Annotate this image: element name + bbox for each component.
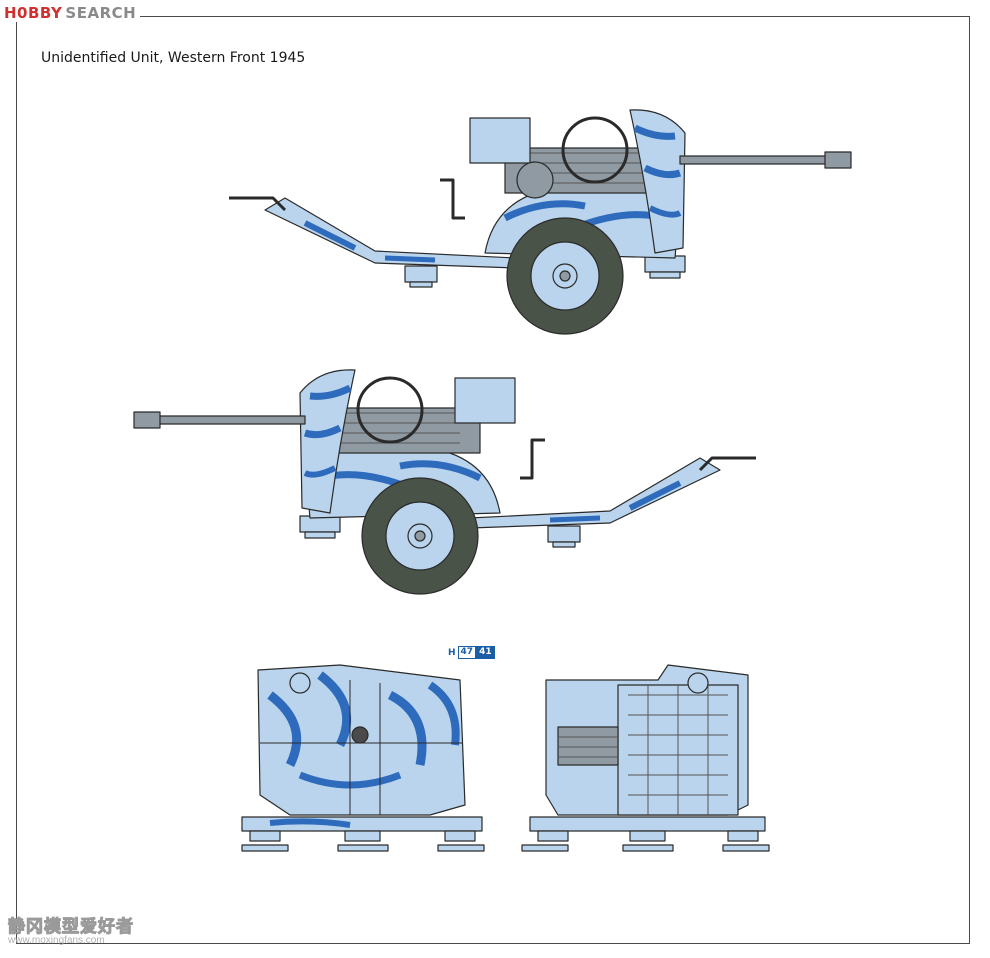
gun-front-view bbox=[241, 664, 485, 852]
rear-sight bbox=[687, 672, 709, 694]
gun-right-side-view bbox=[229, 109, 852, 335]
logo-word: SEARCH bbox=[65, 4, 137, 22]
moxingfans-watermark: 静冈模型爱好者 www.moxingfans.com bbox=[8, 912, 168, 947]
hobbysearch-logo: H0BBY SEARCH bbox=[4, 4, 141, 22]
decal-number-41: 41 bbox=[476, 646, 495, 659]
elevation-ring bbox=[561, 116, 629, 184]
watermark-chinese: 静冈模型爱好者 bbox=[8, 917, 134, 938]
decal-callout-tag: H 47 41 bbox=[448, 646, 495, 659]
decal-number-47: 47 bbox=[457, 646, 477, 659]
unit-caption: Unidentified Unit, Western Front 1945 bbox=[41, 50, 306, 66]
front-sight bbox=[289, 672, 311, 694]
decal-sheet-letter: H bbox=[448, 647, 456, 658]
muzzle-brake bbox=[824, 151, 852, 169]
logo-mark: H0BBY bbox=[4, 4, 63, 22]
trail-foot bbox=[404, 265, 438, 283]
watermark-url: www.moxingfans.com bbox=[8, 935, 105, 946]
page-frame bbox=[16, 16, 970, 944]
gun-left-side-view bbox=[133, 369, 756, 595]
sight-tower bbox=[469, 117, 531, 164]
gun-rear-view bbox=[521, 664, 770, 852]
ammo-magazine bbox=[557, 726, 619, 766]
gun-barrel bbox=[679, 155, 831, 165]
trail-handle bbox=[229, 196, 287, 212]
